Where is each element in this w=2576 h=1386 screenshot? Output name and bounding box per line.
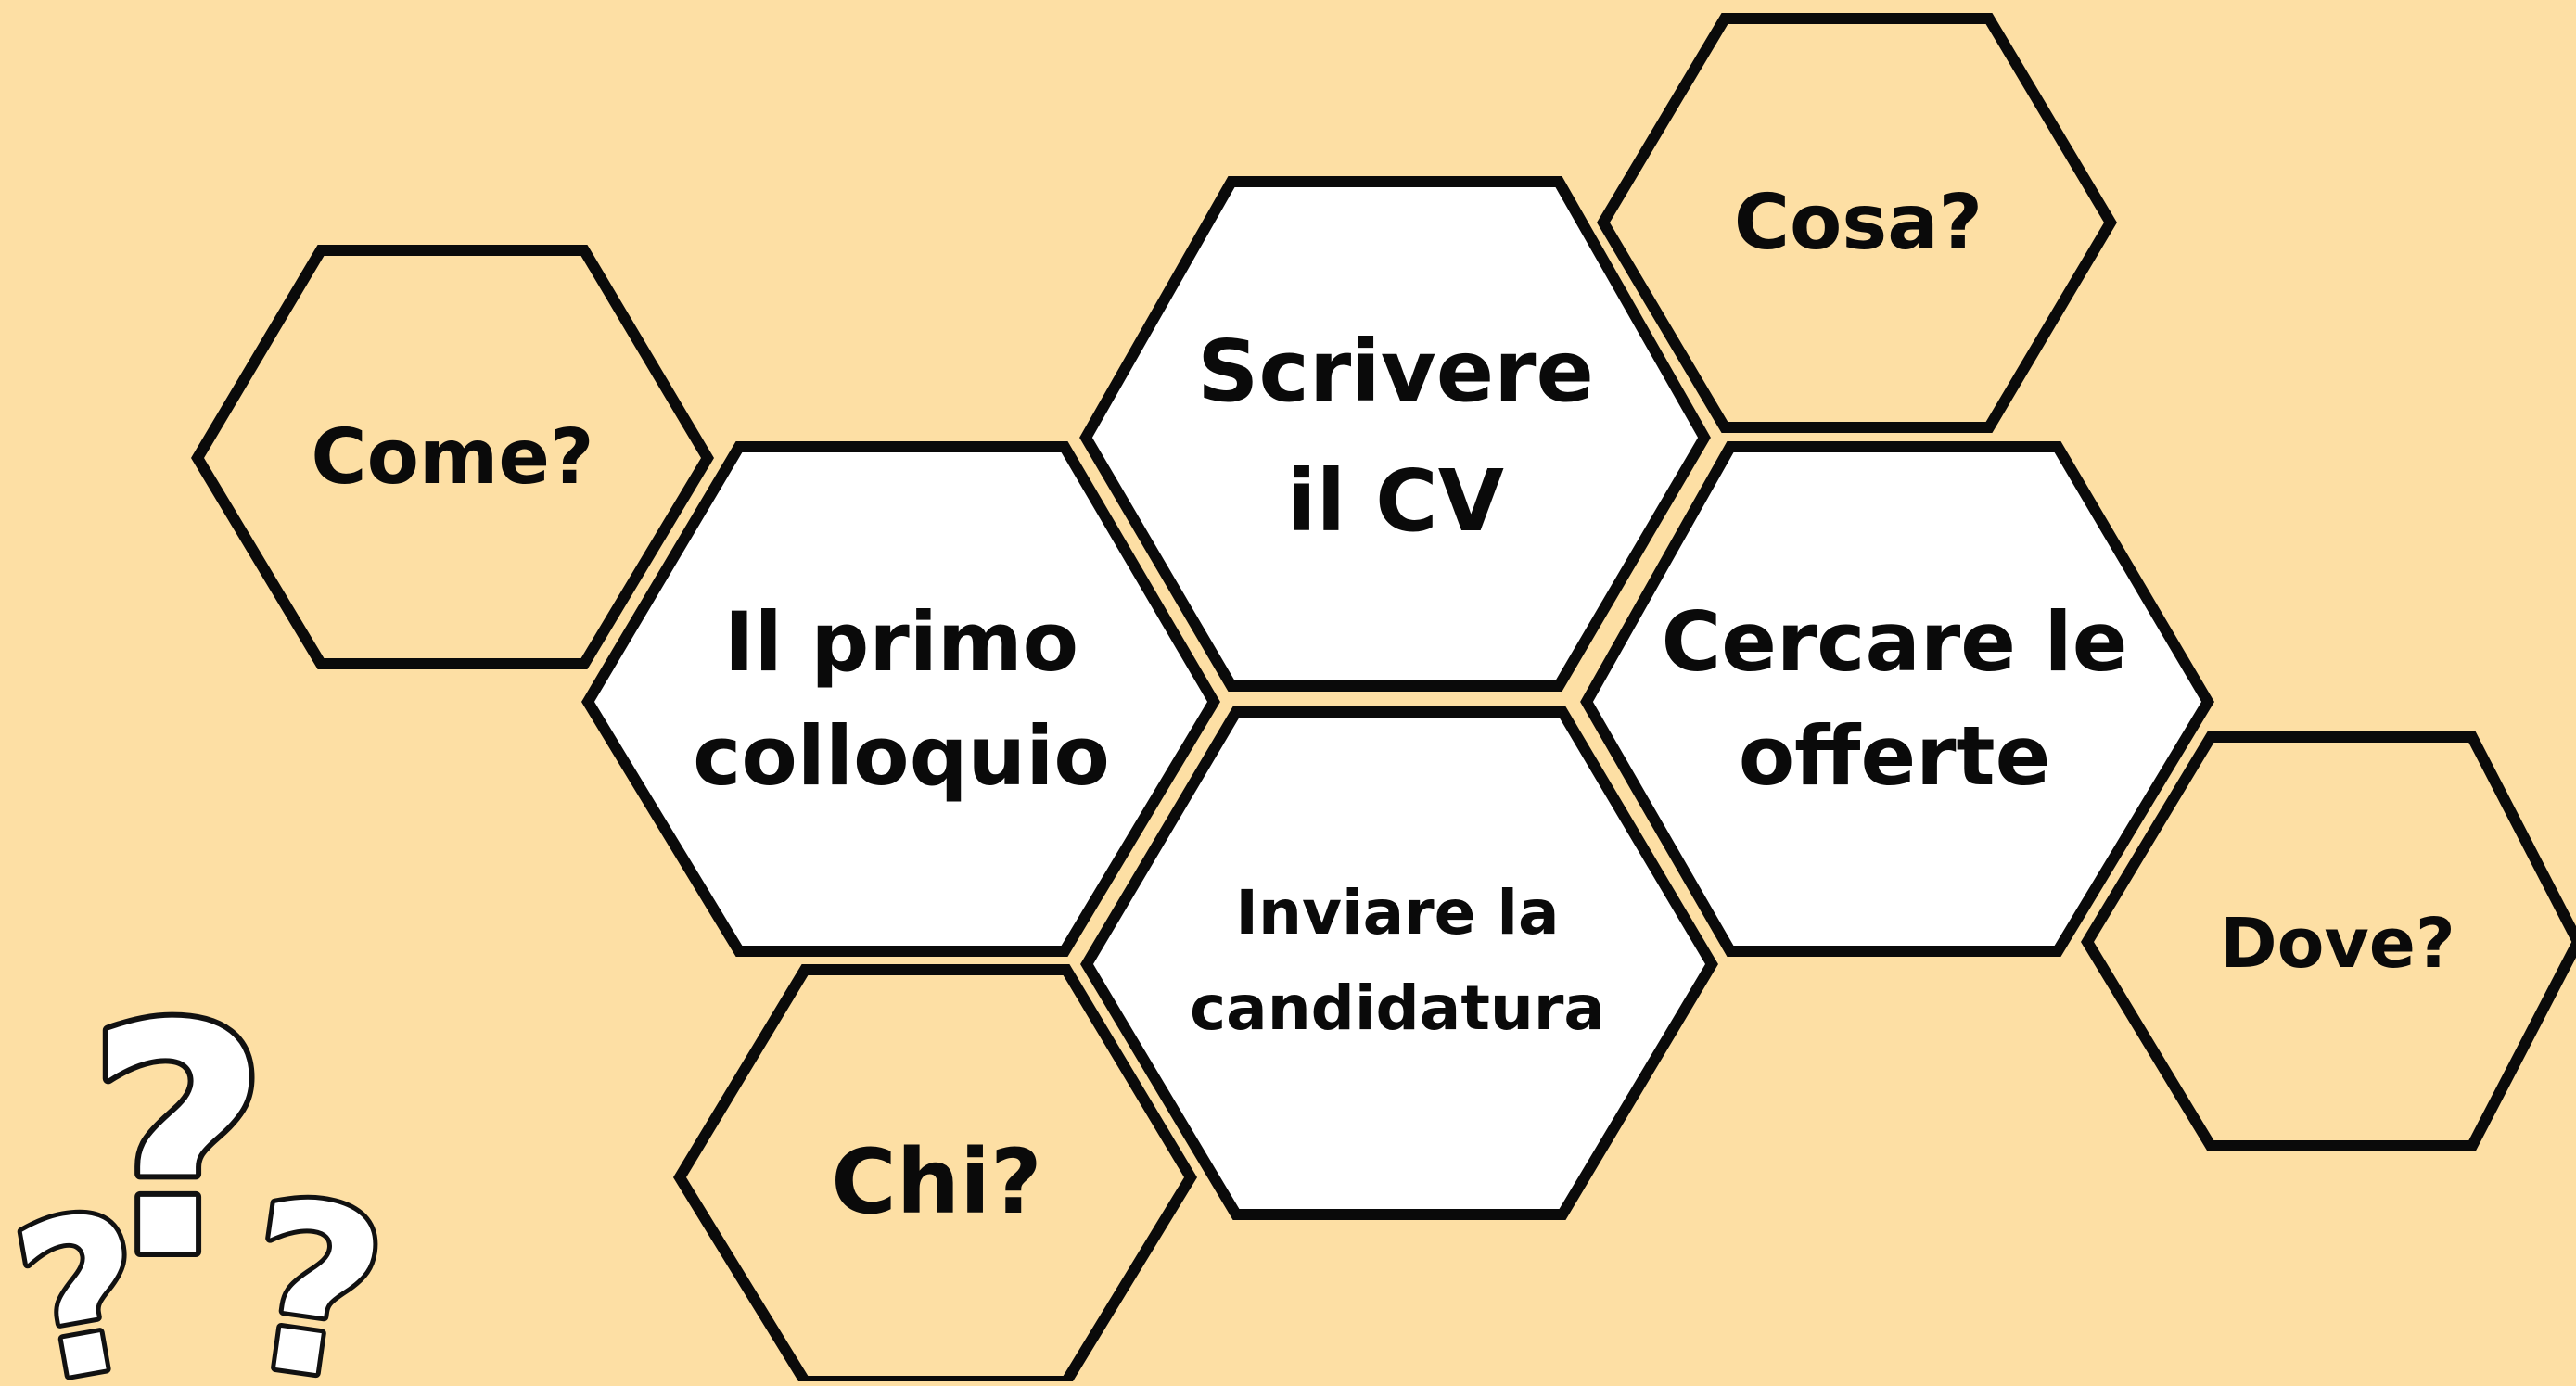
- label-come: Come?: [311, 413, 593, 502]
- hex-primo-colloquio: [581, 441, 1220, 957]
- label-cosa: Cosa?: [1734, 179, 1983, 267]
- hex-cercare-offerte: [1580, 441, 2214, 957]
- question-mark-large-icon: ?: [86, 960, 269, 1327]
- hex-come: [191, 245, 714, 669]
- label-dove: Dove?: [2220, 904, 2455, 984]
- hex-dove: [2080, 731, 2576, 1151]
- label-cercare-line2: offerte: [1739, 708, 2051, 804]
- label-scrivere-line2: il CV: [1287, 451, 1504, 551]
- label-inviare-line2: candidatura: [1190, 973, 1605, 1044]
- label-colloquio-line2: colloquio: [693, 708, 1110, 804]
- label-colloquio-line1: Il primo: [724, 594, 1078, 690]
- label-scrivere-line1: Scrivere: [1197, 322, 1594, 421]
- hex-inviare-candidatura: [1080, 706, 1718, 1220]
- hex-cosa: [1597, 13, 2117, 433]
- label-chi: Chi?: [831, 1130, 1041, 1234]
- label-inviare-line1: Inviare la: [1235, 877, 1559, 948]
- label-cercare-line1: Cercare le: [1662, 594, 2128, 690]
- question-marks-cluster-icon: ? ? ?: [0, 954, 404, 1386]
- hex-scrivere-cv: [1079, 176, 1711, 692]
